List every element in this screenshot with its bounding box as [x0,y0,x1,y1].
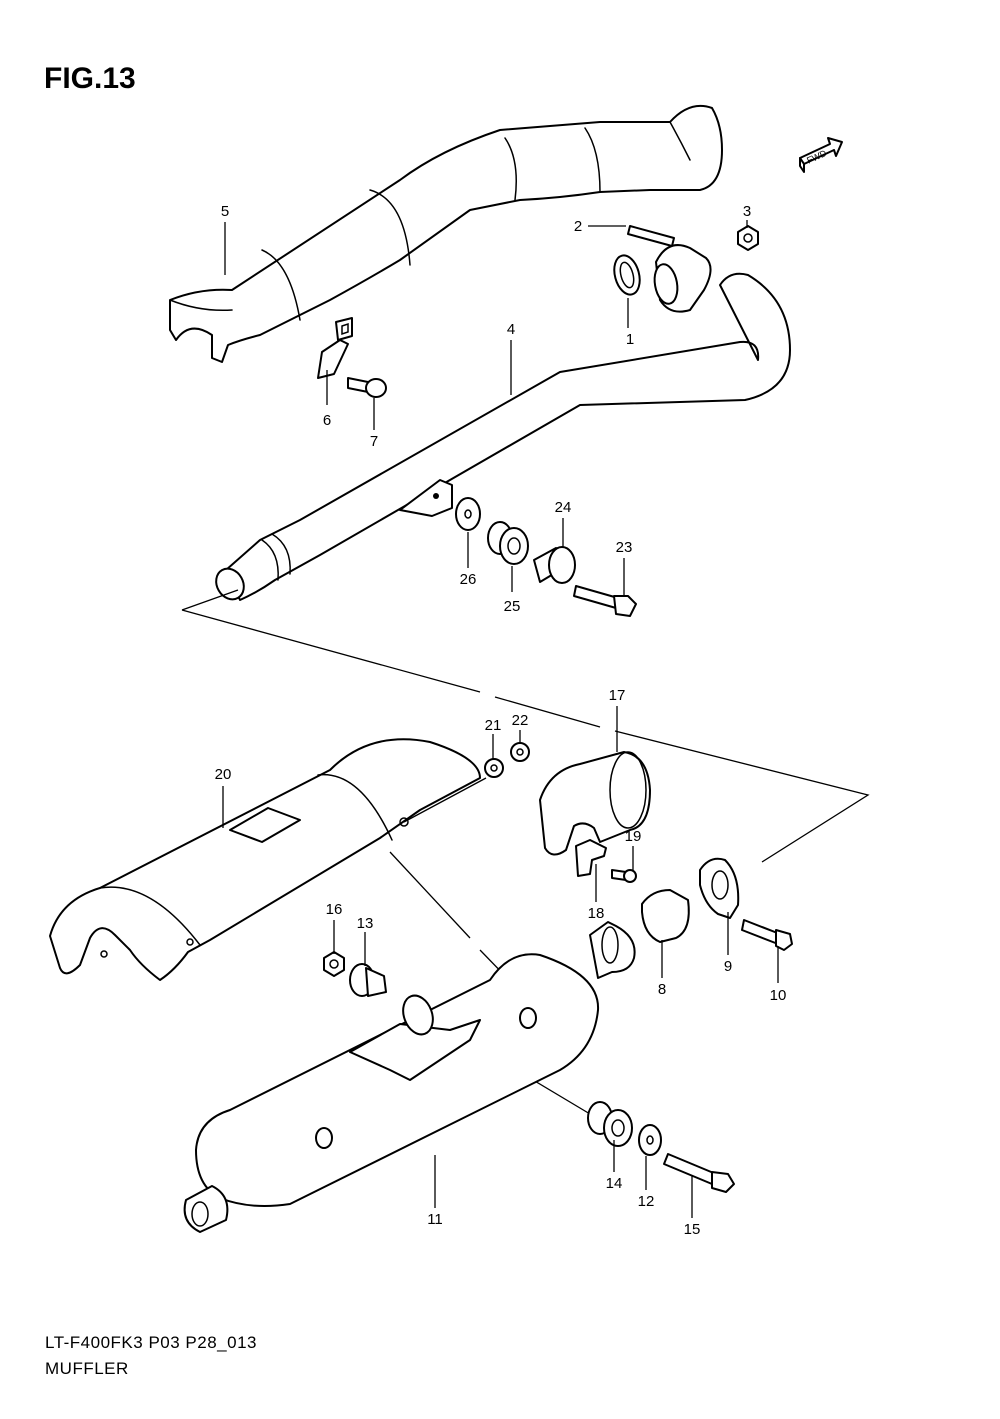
part-11-muffler [183,921,636,1233]
callout-9: 9 [724,958,732,975]
callout-25: 25 [504,598,521,615]
callout-8: 8 [658,981,666,998]
callout-1: 1 [626,331,634,348]
part-22-nut [510,742,530,762]
callout-23: 23 [616,539,633,556]
diagram-code: LT-F400FK3 P03 P28_013 [45,1333,257,1352]
part-24-collar [533,546,576,584]
figure-title: FIG.13 [44,62,136,95]
part-7-bolt [347,377,387,398]
callout-22: 22 [512,712,529,729]
callout-26: 26 [460,571,477,588]
callout-5: 5 [221,203,229,220]
callout-16: 16 [326,901,343,918]
callout-10: 10 [770,987,787,1004]
callout-18: 18 [588,905,605,922]
callout-labels: 1 2 3 4 5 6 7 8 9 10 11 12 13 14 15 16 1… [215,203,787,1238]
callout-4: 4 [507,321,515,338]
part-20-muffler-cover [49,738,481,981]
callout-24: 24 [555,499,572,516]
callout-13: 13 [357,915,374,932]
callout-14: 14 [606,1175,623,1192]
callout-12: 12 [638,1193,655,1210]
fwd-label: FWD [805,148,828,166]
callout-11: 11 [427,1211,443,1228]
part-13-collar [349,963,387,997]
part-6-bracket [317,317,353,379]
part-16-nut [323,951,345,977]
part-17-clamp-cover [539,751,651,856]
callout-leaders [222,220,779,1218]
part-18-bracket [575,839,607,877]
callout-7: 7 [370,433,378,450]
callout-2: 2 [574,218,582,235]
part-26-washer [455,497,481,531]
callout-20: 20 [215,766,232,783]
part-3-nut [737,225,759,251]
part-2-stud-bolt [627,225,675,247]
part-9-clamp [699,857,740,919]
part-14-grommet [587,1101,633,1147]
part-5-heat-shield [169,104,723,363]
part-25-grommet [487,521,529,565]
pipe-flange [653,244,712,313]
callout-6: 6 [323,412,331,429]
part-23-bolt [573,585,637,617]
callout-19: 19 [625,828,642,845]
callout-21: 21 [485,717,502,734]
part-15-bolt [663,1153,735,1193]
part-19-screw [611,869,637,883]
part-4-exhaust-pipe [215,272,791,601]
part-1-gasket [613,254,641,296]
fwd-arrow-icon: FWD [799,137,843,173]
callout-15: 15 [684,1221,701,1238]
diagram-name: MUFFLER [45,1359,129,1378]
part-21-nut [484,758,504,778]
part-10-bolt [741,919,793,951]
part-12-washer [638,1124,662,1156]
part-8-sleeve [641,889,690,943]
callout-17: 17 [609,687,626,704]
callout-3: 3 [743,203,751,220]
